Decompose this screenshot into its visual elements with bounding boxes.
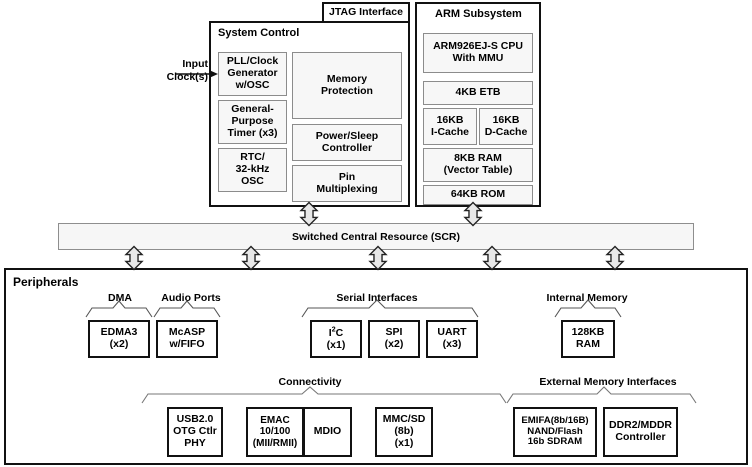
pin-multiplexing-label: Pin Multiplexing <box>316 170 378 195</box>
pll-clock-generator-label: PLL/Clock Generator w/OSC <box>226 55 279 91</box>
i2c-label: I2C (x1) <box>326 326 346 351</box>
rtc-32khz-osc-label: RTC/ 32-kHz OSC <box>235 151 270 187</box>
group-label-internal-memory: Internal Memory <box>546 292 628 304</box>
pin-multiplexing-block: Pin Multiplexing <box>292 165 402 202</box>
memory-protection-block: Memory Protection <box>292 52 402 119</box>
ram-128kb-label: 128KB RAM <box>571 326 605 350</box>
rom-64kb-block: 64KB ROM <box>423 185 533 205</box>
uart-block: UART (x3) <box>426 320 478 358</box>
scr-label: Switched Central Resource (SCR) <box>291 230 461 243</box>
rtc-32khz-osc-block: RTC/ 32-kHz OSC <box>218 148 287 192</box>
group-label-dma: DMA <box>108 292 132 304</box>
input-clocks-label: Input Clock(s) <box>166 58 208 83</box>
ram-128kb-block: 128KB RAM <box>561 320 615 358</box>
group-label-serial-interfaces: Serial Interfaces <box>336 292 418 304</box>
spi-label: SPI (x2) <box>384 326 404 350</box>
mmc-sd-block: MMC/SD (8b) (x1) <box>375 407 433 457</box>
edma3-block: EDMA3 (x2) <box>88 320 150 358</box>
emifa-label: EMIFA(8b/16B) NAND/Flash 16b SDRAM <box>521 414 589 448</box>
power-sleep-controller-block: Power/Sleep Controller <box>292 124 402 161</box>
d-cache-16kb-label: 16KB D-Cache <box>484 113 528 138</box>
general-purpose-timer-label: General- Purpose Timer (x3) <box>227 103 278 139</box>
edma3-label: EDMA3 (x2) <box>100 326 138 350</box>
usb2-otg-phy-label: USB2.0 OTG Ctlr PHY <box>173 413 217 449</box>
ddr2-mddr-controller-block: DDR2/MDDR Controller <box>603 407 678 457</box>
usb2-otg-phy-block: USB2.0 OTG Ctlr PHY <box>167 407 223 457</box>
mdio-block: MDIO <box>303 407 352 457</box>
uart-label: UART (x3) <box>437 326 467 350</box>
jtag-interface-label: JTAG Interface <box>329 6 403 19</box>
group-label-external-memory-interfaces: External Memory Interfaces <box>539 376 677 388</box>
d-cache-16kb-block: 16KB D-Cache <box>479 108 533 145</box>
spi-block: SPI (x2) <box>368 320 420 358</box>
mdio-label: MDIO <box>313 425 342 438</box>
pll-clock-generator-block: PLL/Clock Generator w/OSC <box>218 52 287 96</box>
i2c-block: I2C (x1) <box>310 320 362 358</box>
etb-4kb-block: 4KB ETB <box>423 81 533 105</box>
power-sleep-controller-label: Power/Sleep Controller <box>315 129 379 154</box>
arm926-cpu-label: ARM926EJ-S CPU With MMU <box>433 40 523 64</box>
peripherals-title: Peripherals <box>13 275 79 289</box>
rom-64kb-label: 64KB ROM <box>450 188 506 201</box>
ram-8kb-vector-table-block: 8KB RAM (Vector Table) <box>423 148 533 182</box>
emac-10-100-label: EMAC 10/100 (MII/RMII) <box>252 415 298 449</box>
i-cache-16kb-block: 16KB I-Cache <box>423 108 477 145</box>
mcasp-fifo-block: McASP w/FIFO <box>156 320 218 358</box>
mmc-sd-label: MMC/SD (8b) (x1) <box>382 413 426 449</box>
group-label-audio-ports: Audio Ports <box>161 292 221 304</box>
general-purpose-timer-block: General- Purpose Timer (x3) <box>218 100 287 144</box>
arm926-cpu-block: ARM926EJ-S CPU With MMU <box>423 33 533 73</box>
arm-subsystem-title: ARM Subsystem <box>435 8 522 20</box>
group-label-connectivity: Connectivity <box>278 376 342 388</box>
emac-10-100-block: EMAC 10/100 (MII/RMII) <box>246 407 304 457</box>
system-control-title: System Control <box>218 27 300 39</box>
ram-8kb-vector-table-label: 8KB RAM (Vector Table) <box>443 152 513 176</box>
i2c-text: I2C <box>328 326 344 339</box>
mcasp-fifo-label: McASP w/FIFO <box>168 326 206 350</box>
etb-4kb-label: 4KB ETB <box>455 86 501 99</box>
emifa-block: EMIFA(8b/16B) NAND/Flash 16b SDRAM <box>513 407 597 457</box>
memory-protection-label: Memory Protection <box>321 72 373 97</box>
switched-central-resource-bar: Switched Central Resource (SCR) <box>58 223 694 250</box>
ddr2-mddr-controller-label: DDR2/MDDR Controller <box>609 419 672 443</box>
i-cache-16kb-label: 16KB I-Cache <box>431 113 469 138</box>
